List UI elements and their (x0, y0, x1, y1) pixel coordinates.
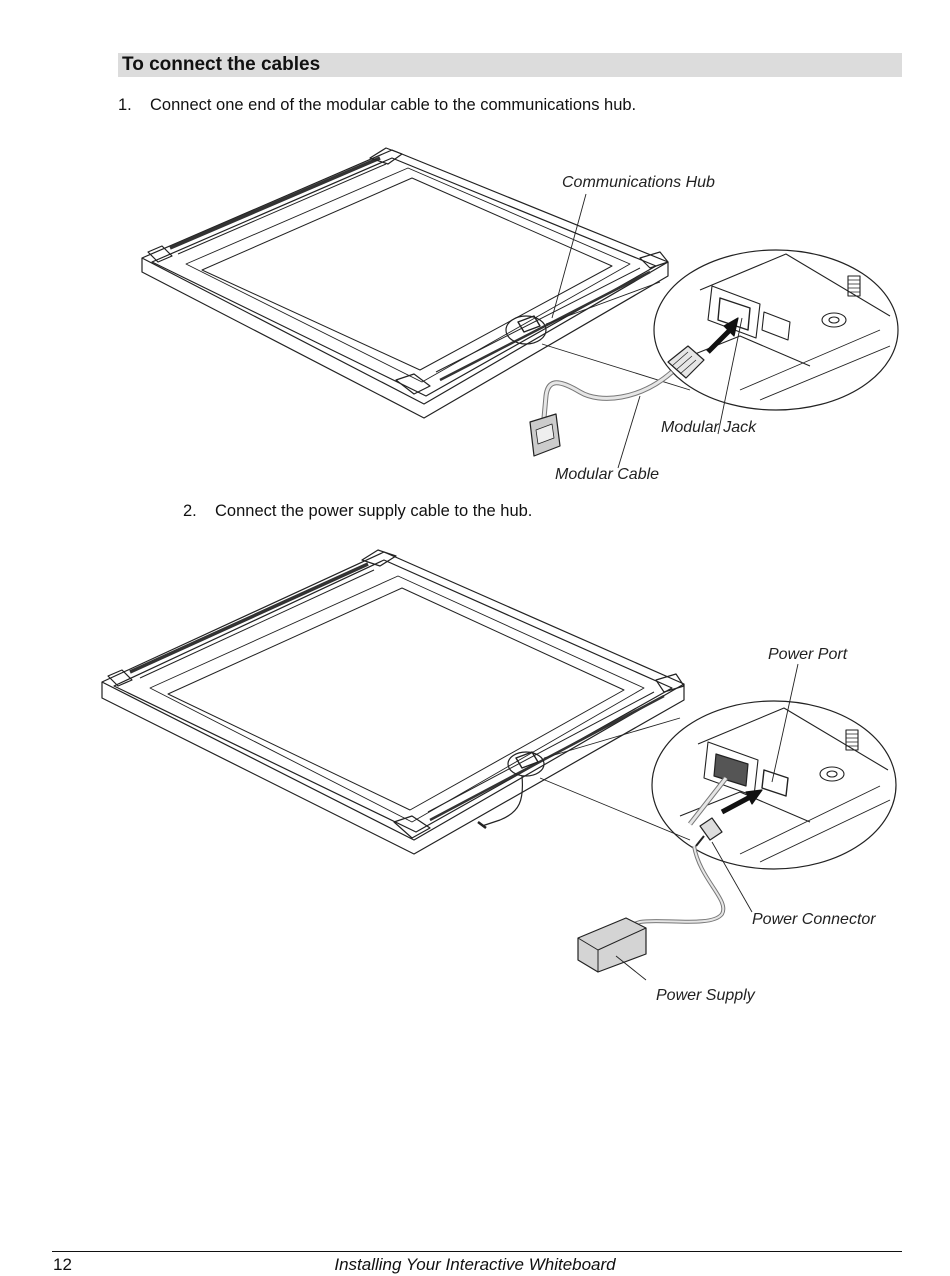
callout-modular-cable: Modular Cable (555, 466, 659, 483)
callout-communications-hub: Communications Hub (562, 174, 715, 191)
page-number: 12 (53, 1255, 72, 1274)
section-title: To connect the cables (122, 54, 321, 75)
power-port (761, 769, 789, 797)
insert-arrow (706, 326, 734, 354)
communications-hub (517, 315, 541, 333)
step-number: 2. (183, 502, 197, 520)
power-connector (699, 817, 723, 841)
zoom-detail-circle (651, 700, 897, 870)
step-number: 1. (118, 96, 132, 114)
hub-closeup (679, 253, 891, 401)
zoom-detail-circle (653, 249, 899, 411)
power-supply-brick (577, 917, 647, 973)
step-text: Connect the power supply cable to the hu… (215, 502, 533, 520)
step-text: Connect one end of the modular cable to … (150, 96, 637, 114)
section-heading-bar: To connect the cables (118, 53, 902, 77)
whiteboard-surface (167, 587, 625, 811)
communications-hub (515, 751, 539, 769)
callout-modular-jack: Modular Jack (661, 419, 757, 436)
figure-power-supply-illustration: Power Port Power Connector Power Supply (101, 549, 897, 1004)
footer-rule (52, 1251, 902, 1252)
callout-power-port: Power Port (768, 646, 848, 663)
callout-power-supply: Power Supply (656, 987, 756, 1004)
modular-jack (717, 297, 751, 331)
rj-plug-near-jack (667, 345, 705, 379)
hub-closeup (679, 707, 891, 863)
whiteboard-surface (201, 177, 613, 371)
figure-modular-cable-illustration: Communications Hub Modular Jack Modular … (141, 147, 899, 483)
insert-arrow (720, 793, 754, 815)
callout-power-connector: Power Connector (752, 911, 876, 928)
footer-title: Installing Your Interactive Whiteboard (334, 1255, 616, 1274)
power-cable (627, 845, 726, 928)
whiteboard-frame-outer (101, 551, 685, 841)
